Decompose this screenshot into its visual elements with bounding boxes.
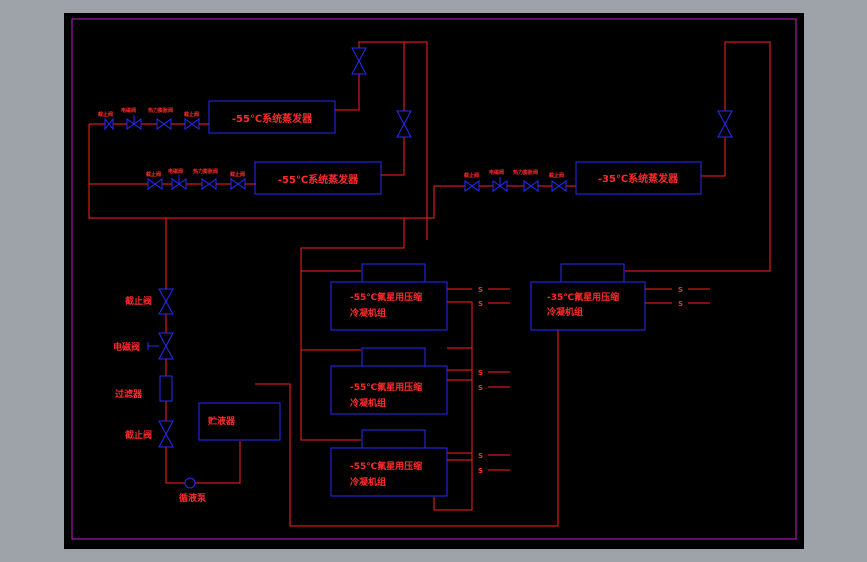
evaporator-35 [575,161,702,195]
filter-label: 过滤器 [115,388,143,400]
stop-valve-top [158,288,174,315]
s-label-5: S [478,452,483,460]
evaporator-55-b [254,161,382,195]
s-label-7: S [678,286,683,294]
solenoid-valve [158,332,174,360]
label-c1: 截止阀 [464,172,479,179]
valve-evap55b-return [396,110,412,138]
receiver-label: 贮液器 [207,415,236,427]
label-a4: 截止阀 [184,111,199,118]
valve-evap55a-return [351,47,367,75]
s-label-6: S [478,467,483,475]
label-c3: 热力膨胀阀 [513,169,538,176]
valve-c3 [523,180,539,192]
s-label-1: S [478,286,483,294]
stop-valve-bottom [158,420,174,448]
unit-55-a-line1: -55℃氟星用压缩 [350,291,422,303]
valve-b4 [230,178,246,190]
label-a3: 热力膨胀阀 [148,107,173,114]
receiver [198,402,281,441]
drawing-canvas [64,13,804,549]
label-b1: 截止阀 [146,171,161,178]
label-a1: 截止阀 [98,111,113,118]
valve-b3 [201,178,217,190]
stop-valve-top-label: 截止阀 [125,295,152,307]
evaporator-55-a [208,100,336,134]
unit-55-c-line2: 冷凝机组 [350,476,386,488]
evaporator-55-b-label: -55℃系统蒸发器 [278,173,359,186]
valve-a1 [104,117,114,131]
valve-c1 [464,180,480,192]
unit-55-b-line1: -55℃氟星用压缩 [350,381,422,393]
s-label-3: S [478,369,483,377]
valve-evap35-return [717,110,733,138]
label-a2: 电磁阀 [121,107,136,114]
evaporator-35-label: -35℃系统蒸发器 [598,172,679,185]
s-label-4: S [478,384,483,392]
label-b2: 电磁阀 [168,168,183,175]
unit-55-a-line2: 冷凝机组 [350,307,386,319]
drawing-frame [71,18,797,540]
label-b3: 热力膨胀阀 [193,168,218,175]
s-label-8: S [678,300,683,308]
valve-c2 [492,180,508,192]
sensor-dashes [488,288,710,471]
unit-35-line2: 冷凝机组 [547,306,583,318]
unit-55-c-line1: -55℃氟星用压缩 [350,460,422,472]
pipe-network [88,41,771,527]
label-c4: 截止阀 [549,172,564,179]
evaporator-55-a-label: -55℃系统蒸发器 [232,112,313,125]
unit-55-c-body [330,447,448,497]
filter [159,375,173,402]
unit-55-b-line2: 冷凝机组 [350,397,386,409]
unit-35-line1: -35℃氟星用压缩 [547,291,619,303]
stop-valve-bottom-label: 截止阀 [125,429,152,441]
pump-label: 循液泵 [179,492,207,504]
valve-a4 [184,118,200,130]
valve-b1 [147,178,163,190]
solenoid-valve-label: 电磁阀 [113,341,140,353]
unit-35-body [530,281,646,331]
valve-a2 [126,118,142,130]
valve-a3 [156,118,172,130]
label-b4: 截止阀 [230,171,245,178]
valve-b2 [171,178,187,190]
unit-55-b-body [330,365,448,415]
valve-c4 [551,180,567,192]
unit-55-a-body [330,281,448,331]
pump [184,477,196,489]
s-label-2: S [478,300,483,308]
label-c2: 电磁阀 [489,169,504,176]
